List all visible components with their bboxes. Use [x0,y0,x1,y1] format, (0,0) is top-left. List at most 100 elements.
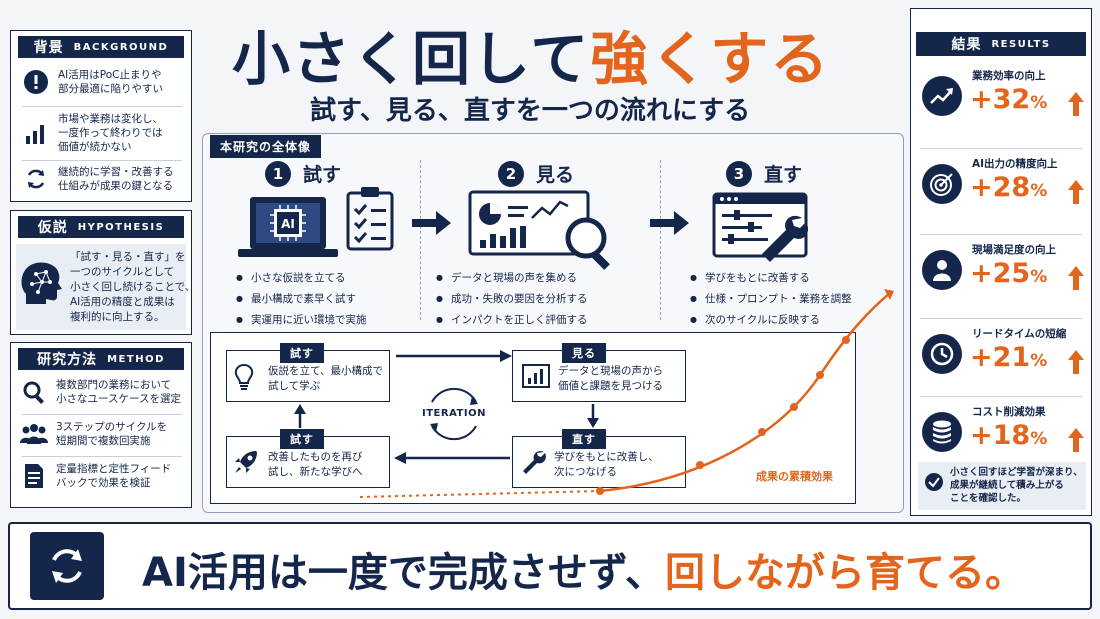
background-item-3: 継続的に学習・改善する 仕組みが成果の鍵となる [22,165,188,193]
bar-chart-icon [22,119,50,147]
result-4-value: +21% [970,342,1048,373]
laptop-chip-label: AI [281,217,295,231]
overview-label: 本研究の全体像 [210,135,322,158]
arrow-right-icon [650,210,690,240]
check-circle-icon [924,472,944,496]
result-2-value: +28% [970,172,1048,203]
method-item-2: 3ステップのサイクルを 短期間で複数回実施 [20,420,190,448]
step-2-bullet-1: データと現場の声を集める [436,268,587,289]
cycle-box-fix-tag: 直す [562,429,606,449]
result-5-label: コスト削減効果 [972,406,1046,418]
step-3-bullet-1: 学びをもとに改善する [690,268,852,289]
step-2-title: 見る [536,164,575,186]
background-item-1-line2: 部分最適に陥りやすい [58,83,163,95]
step-3-bullet-2: 仕様・プロンプト・業務を調整 [690,289,852,310]
person-icon [922,250,962,290]
background-item-2: 市場や業務は変化し、 一度作って終わりでは 価値が続かない [22,112,188,154]
result-item-5: コスト削減効果 +18% [918,400,1086,470]
method-item-3-line1: 定量指標と定性フィード [56,463,172,475]
method-item-3-line2: バックで効果を検証 [56,477,151,489]
step-2-number: 2 [498,160,524,187]
hypothesis-header: 仮説 HYPOTHESIS [18,216,184,238]
hypothesis-line-1: 「試す・見る・直す」を [70,251,186,263]
result-4-label: リードタイムの短縮 [972,328,1067,340]
up-arrow-icon [1068,350,1084,378]
step-2-bullets: データと現場の声を集める 成功・失敗の要因を分析する インパクトを正しく評価する [436,268,588,331]
method-title-jp: 研究方法 [37,352,98,368]
background-title-jp: 背景 [33,40,64,56]
iteration-cycle-icon [420,380,488,452]
magnifier-icon [20,378,48,406]
background-item-1-line1: AI活用はPoC止まりや [58,69,162,81]
footer-message: AI活用は一度で完成させず、回しながら育てる。 [142,540,1025,598]
arrow-right-icon [412,210,452,240]
refresh-icon [22,165,50,193]
cycle-box-see-line1: データと現場の声から [558,365,663,377]
step-1-bullets: 小さな仮説を立てる 最小構成で素早く試す 実運用に近い環境で実施 [236,268,367,331]
results-note-line2: 成果が継続して積み上がる [950,480,1064,491]
step-1-title: 試す [303,164,342,186]
cycle-box-try-text: 仮説を立て、最小構成で 試して学ぶ [268,364,383,394]
background-title-en: BACKGROUND [73,41,169,53]
footer-bar [8,522,1092,610]
cycle-box-fix-text: 学びをもとに改善し、 次につなげる [554,450,659,480]
results-note-line1: 小さく回すほど学習が深まり、 [950,467,1083,478]
method-item-2-line1: 3ステップのサイクルを [56,421,168,433]
step-1-bullet-3: 実運用に近い環境で実施 [236,310,367,331]
cycle-box-see-tag: 見る [562,343,606,363]
cycle-arrows [294,350,599,464]
result-1-label: 業務効率の向上 [972,70,1046,82]
cycle-box-retry-line1: 改善したものを再び [268,451,363,463]
settings-wrench-icon [712,192,812,268]
checklist-icon [345,185,395,255]
growth-curve [359,289,894,498]
results-note [918,462,1086,510]
results-note-line3: ことを確認した。 [950,493,1027,504]
background-item-2-line2: 一度作って終わりでは [58,127,163,139]
method-item-3: 定量指標と定性フィード バックで効果を検証 [20,462,190,490]
hypothesis-line-4: AI活用の精度と成果は [70,296,175,308]
hypothesis-title-jp: 仮説 [37,220,68,236]
wrench-icon [520,448,548,480]
main-title-part2: 強くする [590,25,831,93]
step-2-bullet-3: インパクトを正しく評価する [436,310,588,331]
hypothesis-line-3: 小さく回し続けることで、 [70,281,196,293]
coins-icon [922,412,962,452]
result-1-value: +32% [970,84,1048,115]
target-icon [922,164,962,204]
up-arrow-icon [1068,428,1084,456]
step-3-bullet-3: 次のサイクルに反映する [690,310,852,331]
bar-chart-icon [522,364,550,392]
result-5-value: +18% [970,420,1048,451]
step-1-bullet-1: 小さな仮説を立てる [236,268,366,289]
dashboard-magnifier-icon [468,190,618,274]
result-item-3: 現場満足度の向上 +25% [918,238,1086,308]
result-item-2: AI出力の精度向上 +28% [918,152,1086,222]
results-title-en: RESULTS [991,38,1051,50]
result-3-label: 現場満足度の向上 [972,244,1056,256]
results-header: 結果 RESULTS [916,32,1086,56]
background-item-1: AI活用はPoC止まりや 部分最適に陥りやすい [22,68,188,96]
method-item-1-line1: 複数部門の業務において [56,379,172,391]
footer-refresh-icon [30,532,104,600]
up-arrow-icon [1068,180,1084,208]
background-item-3-line1: 継続的に学習・改善する [58,166,174,178]
background-item-3-line2: 仕組みが成果の鍵となる [58,180,174,192]
cycle-box-fix-line2: 次につなげる [554,466,617,478]
main-title-part1: 小さく回して [232,25,591,93]
hypothesis-text: 「試す・見る・直す」を 一つのサイクルとして 小さく回し続けることで、 AI活用… [70,250,195,325]
method-title-en: METHOD [107,353,165,365]
results-note-text: 小さく回すほど学習が深まり、 成果が継続して積み上がる ことを確認した。 [950,466,1083,505]
step-3-number: 3 [726,160,752,187]
main-title: 小さく回して強くする [232,12,830,96]
result-item-1: 業務効率の向上 +32% [918,64,1086,134]
background-item-2-line1: 市場や業務は変化し、 [58,113,163,125]
cycle-box-retry-text: 改善したものを再び 試し、新たな学びへ [268,450,363,480]
method-item-1-line2: 小さなユースケースを選定 [56,393,181,405]
footer-message-part1: AI活用は一度で完成させず、 [142,550,666,596]
step-3-title: 直す [764,164,803,186]
step-3-header: 3 直す [726,160,802,187]
hypothesis-line-2: 一つのサイクルとして [70,266,175,278]
step-2-header: 2 見る [498,160,574,187]
document-icon [20,462,48,490]
